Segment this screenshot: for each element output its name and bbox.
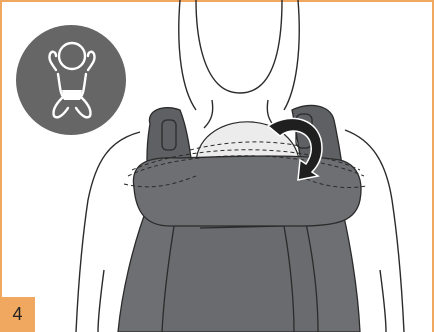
folded-hood: [133, 156, 361, 226]
baby-in-diaper-icon: [16, 25, 126, 135]
step-number-badge: 4: [0, 297, 35, 332]
